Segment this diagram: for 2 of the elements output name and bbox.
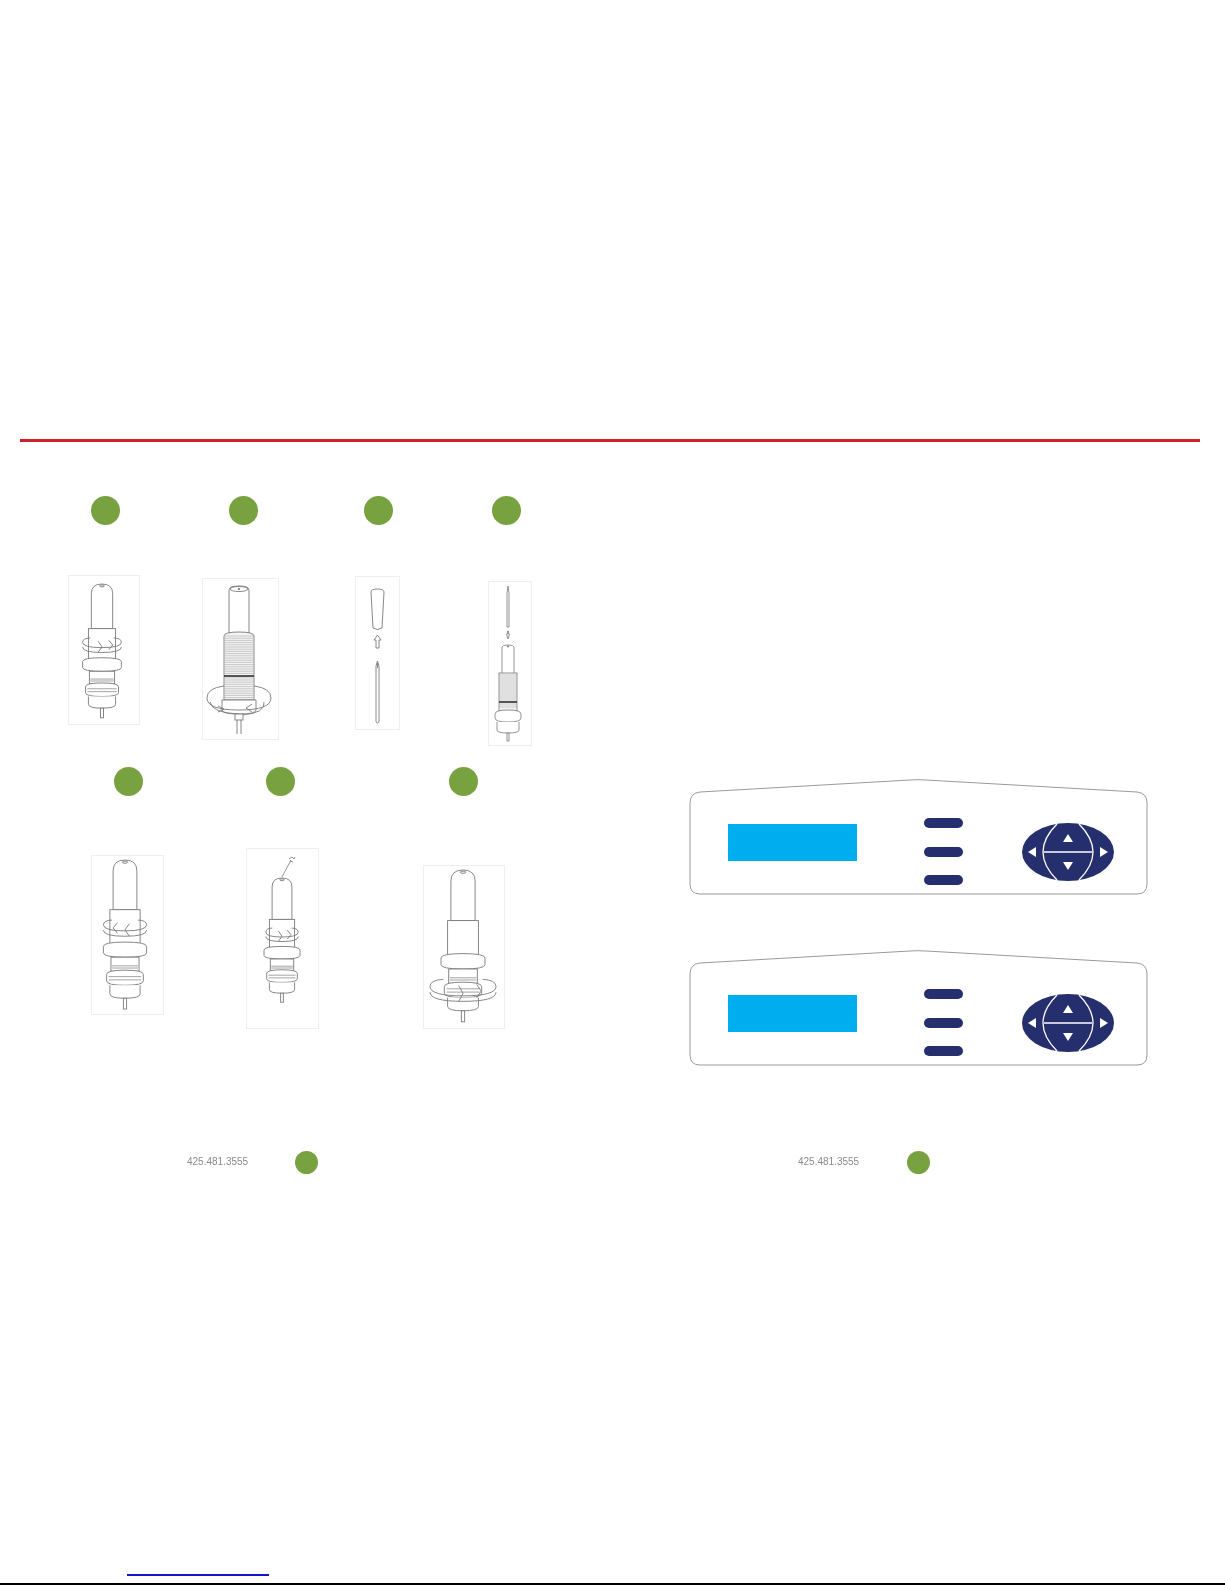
- phone-number: 425.481.3555: [798, 1155, 860, 1169]
- phone-number: 425.481.3555: [187, 1155, 249, 1169]
